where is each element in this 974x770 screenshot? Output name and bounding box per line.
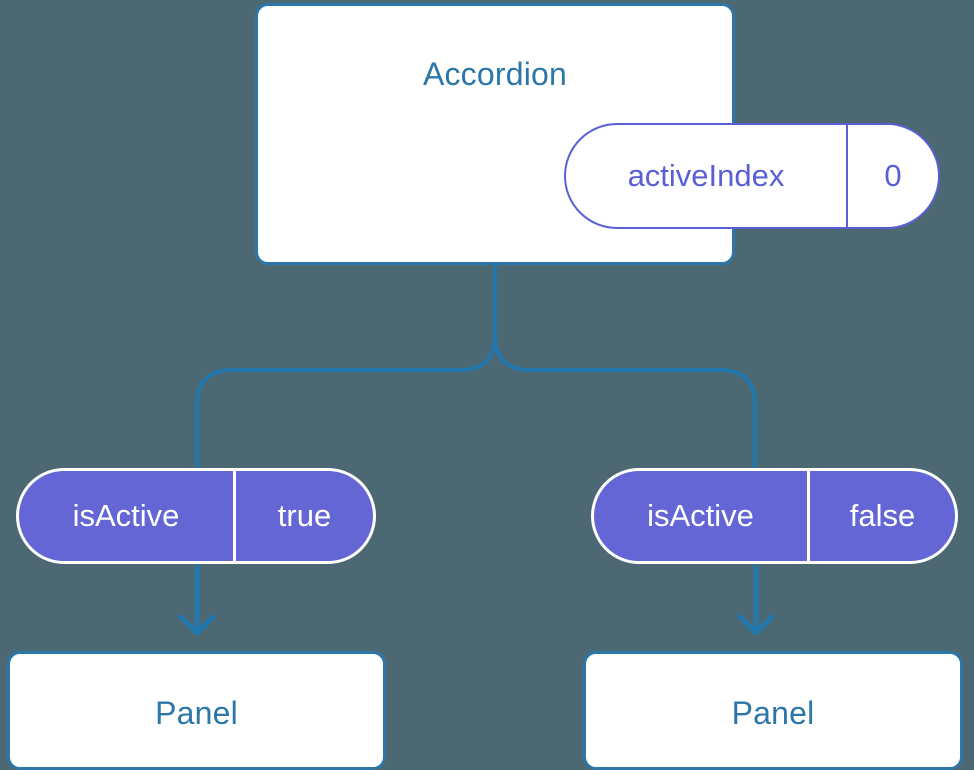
accordion-title: Accordion <box>422 56 568 92</box>
panel-component-card-left[interactable]: Panel <box>7 651 386 770</box>
state-pill-value: 0 <box>845 125 938 227</box>
panel-component-card-right[interactable]: Panel <box>583 651 963 770</box>
branch-connector-icon <box>493 263 757 470</box>
prop-pill-value: true <box>233 471 373 561</box>
prop-pill-is-active-false[interactable]: isActive false <box>591 468 958 564</box>
prop-pill-is-active-true[interactable]: isActive true <box>16 468 376 564</box>
accordion-component-card[interactable]: Accordion activeIndex 0 <box>255 3 940 265</box>
arrow-down-icon <box>737 564 775 636</box>
prop-pill-value: false <box>807 471 955 561</box>
branch-connector-icon <box>195 263 497 470</box>
prop-pill-key: isActive <box>72 498 180 533</box>
state-pill-key: activeIndex <box>627 158 785 193</box>
panel-title: Panel <box>155 695 238 731</box>
state-pill-active-index[interactable]: activeIndex 0 <box>564 123 940 229</box>
arrow-down-icon <box>178 564 216 636</box>
panel-title: Panel <box>731 695 815 731</box>
prop-pill-key: isActive <box>647 498 754 533</box>
